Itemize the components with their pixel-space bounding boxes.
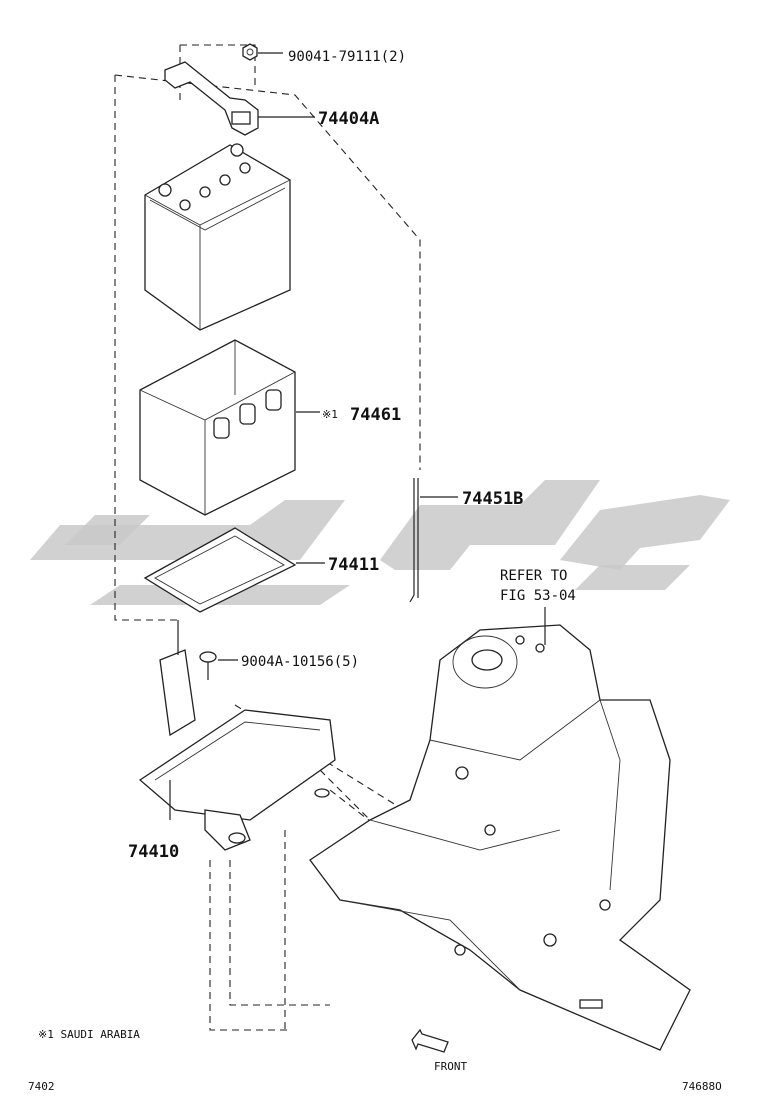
insulator-part	[143, 527, 325, 613]
label-refer-line2: FIG 53-04	[500, 588, 576, 604]
watermark-logo	[30, 480, 730, 605]
clamp-part	[164, 61, 315, 136]
label-carrier: 74410	[128, 842, 179, 862]
vehicle-body-structure	[309, 607, 691, 1051]
drawing-number: 74688O	[682, 1080, 722, 1093]
rod-part	[409, 478, 458, 603]
label-front: FRONT	[434, 1060, 467, 1073]
battery-part	[144, 143, 291, 331]
label-tray-cover-note: ※1	[322, 408, 338, 421]
footnote: ※1 SAUDI ARABIA	[38, 1028, 140, 1041]
bolt-part	[199, 651, 238, 680]
nut-part	[242, 43, 283, 61]
label-rod: 74451B	[462, 489, 523, 509]
label-refer-line1: REFER TO	[500, 568, 567, 584]
label-bolt: 9004A-10156(5)	[241, 654, 359, 670]
label-clamp: 74404A	[318, 109, 379, 129]
label-tray-cover: 74461	[350, 405, 401, 425]
carrier-part	[138, 620, 336, 851]
front-arrow-icon	[411, 1028, 449, 1053]
label-insulator: 74411	[328, 555, 379, 575]
tray-cover-part	[139, 339, 320, 516]
page-number-left: 7402	[28, 1080, 55, 1093]
label-nut: 90041-79111(2)	[288, 49, 406, 65]
